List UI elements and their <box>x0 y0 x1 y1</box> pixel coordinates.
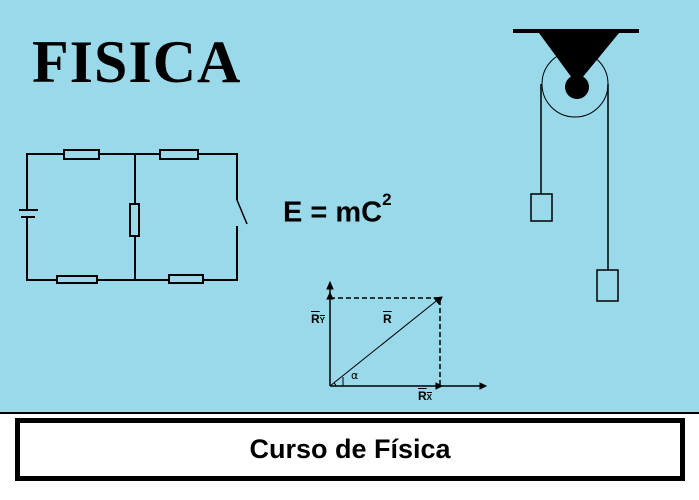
rx-subscript: X <box>426 393 433 402</box>
resistor <box>129 203 140 237</box>
angle-label: α <box>351 369 359 382</box>
rx-letter: R <box>418 389 427 403</box>
pulley-diagram <box>513 29 639 302</box>
resistor <box>63 149 100 160</box>
ry-label: RY <box>311 312 325 326</box>
switch-icon <box>236 199 248 225</box>
mass-block <box>530 193 553 222</box>
footer-text: Curso de Física <box>249 434 451 464</box>
circuit-diagram <box>19 149 248 284</box>
resistor <box>56 275 98 284</box>
illustration-area: FISICA <box>0 0 699 414</box>
battery-icon <box>19 209 38 218</box>
footer-banner: Curso de Física <box>15 418 685 481</box>
rx-label: RX <box>418 389 432 403</box>
resistor <box>159 149 199 160</box>
ry-subscript: Y <box>319 316 326 325</box>
ry-letter: R <box>311 312 320 326</box>
mass-block <box>596 269 619 302</box>
r-label: R <box>383 312 392 326</box>
title: FISICA <box>32 29 242 95</box>
energy-formula: E = mC2 <box>283 190 392 230</box>
physics-drawings <box>19 29 639 390</box>
formula-base: E = mC <box>283 196 383 229</box>
vector-diagram <box>326 280 488 390</box>
formula-exponent: 2 <box>382 190 392 209</box>
resistor <box>168 274 204 284</box>
